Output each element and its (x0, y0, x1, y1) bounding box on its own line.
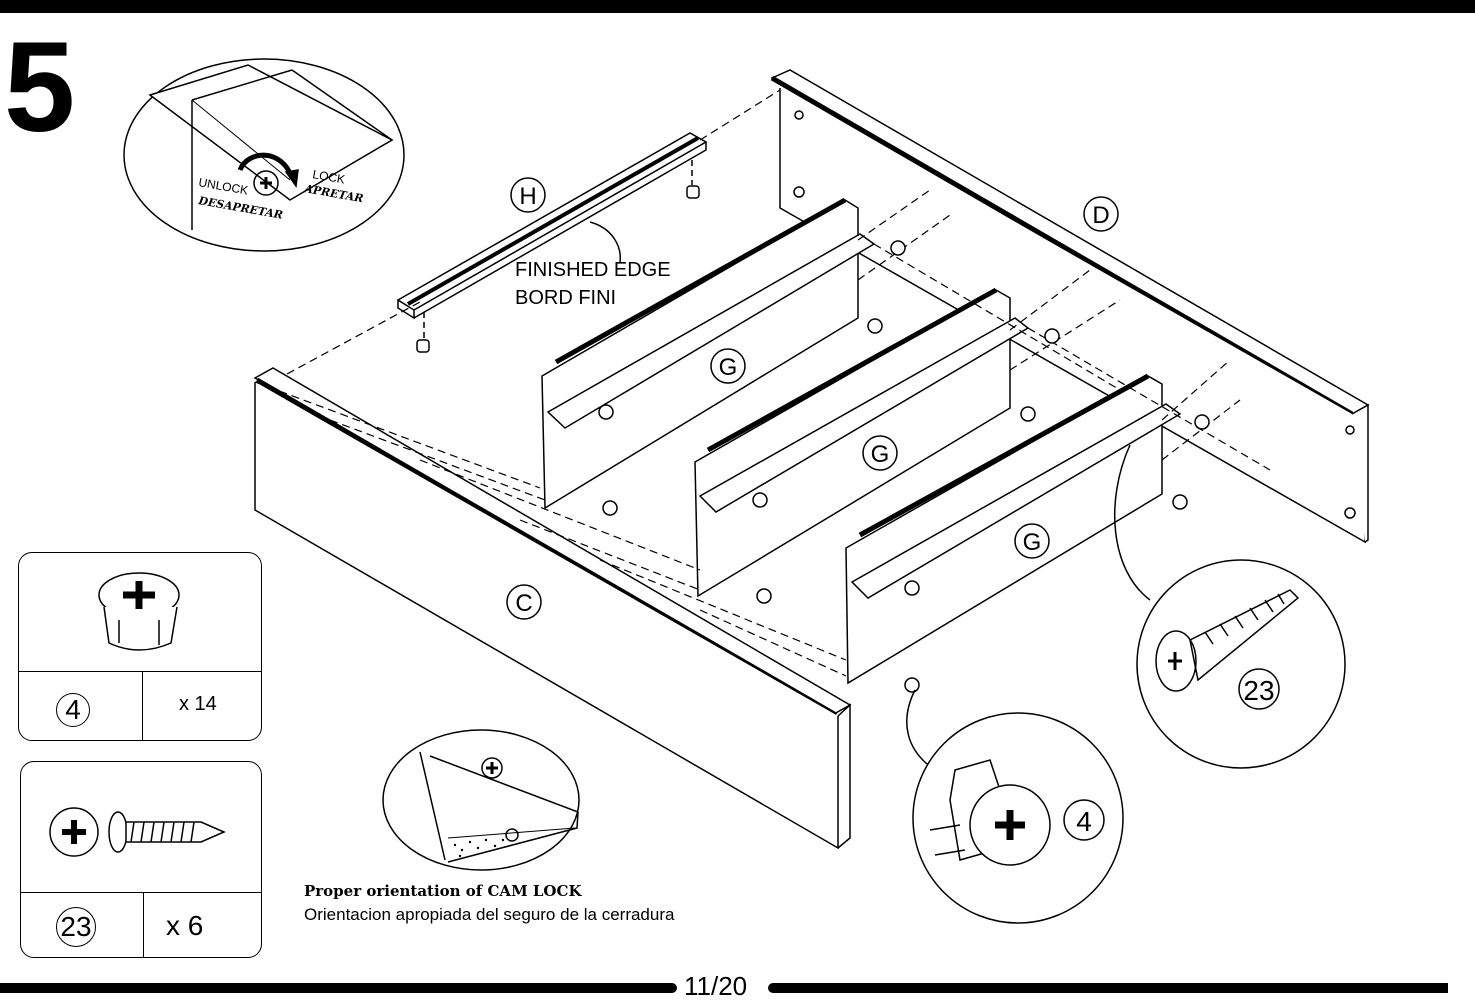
lock-detail-callout (123, 58, 405, 252)
caption-es: Orientacion apropiada del seguro de la c… (304, 905, 675, 924)
parts-box-screw: 23 x 6 (20, 761, 262, 958)
part-4-id: 4 (56, 693, 90, 727)
callout-23-circle (1238, 668, 1280, 710)
panel-g-2 (694, 287, 1030, 598)
callout-4-circle (1063, 799, 1105, 841)
finished-edge-leader (589, 221, 621, 263)
part-d-label: D (1092, 202, 1109, 229)
part-g-circle-2 (862, 435, 898, 471)
screw-icon (49, 807, 226, 857)
lock-en-label: LOCK (311, 167, 346, 186)
assembly-guides (254, 89, 1271, 677)
screw-zoom (1136, 559, 1346, 769)
cam-lock-icon (98, 572, 180, 651)
panel-g-3 (845, 373, 1182, 685)
part-g-circle-3 (1014, 523, 1050, 559)
part-g-circle-1 (710, 348, 746, 384)
header-bar (0, 0, 1475, 13)
part-23-id: 23 (56, 907, 96, 947)
part-g-label-1: G (719, 354, 738, 381)
cam-locks (598, 240, 1210, 693)
part-h-circle (510, 177, 546, 213)
footer-bar-right (768, 983, 1448, 993)
part-d-circle (1083, 196, 1119, 232)
footer-bar-left (0, 983, 677, 993)
caption-en: Proper orientation of CAM LOCK (304, 882, 582, 900)
part-g-label-2: G (871, 441, 890, 468)
finished-edge-fr: BORD FINI (515, 287, 616, 309)
part-23-qty: x 6 (166, 910, 204, 941)
page-number: 11/20 (684, 971, 748, 1001)
part-g-label-3: G (1023, 529, 1042, 556)
callout-23-label: 23 (1243, 675, 1274, 706)
panel-h (396, 132, 708, 353)
part-h-label: H (519, 183, 536, 210)
part-c-label: C (515, 590, 532, 617)
part-c-circle (506, 584, 542, 620)
panel-d (770, 69, 1370, 544)
callout-4-label: 4 (1076, 806, 1092, 837)
panel-g-1 (541, 197, 876, 510)
finished-edge-en: FINISHED EDGE (515, 259, 671, 281)
part-4-qty: x 14 (179, 693, 217, 715)
cam-lock-zoom (912, 712, 1124, 924)
step-number: 5 (4, 16, 76, 159)
cam-orientation-detail (382, 729, 580, 871)
panel-c (253, 367, 852, 850)
parts-box-cam-lock: 4 x 14 (18, 552, 262, 741)
